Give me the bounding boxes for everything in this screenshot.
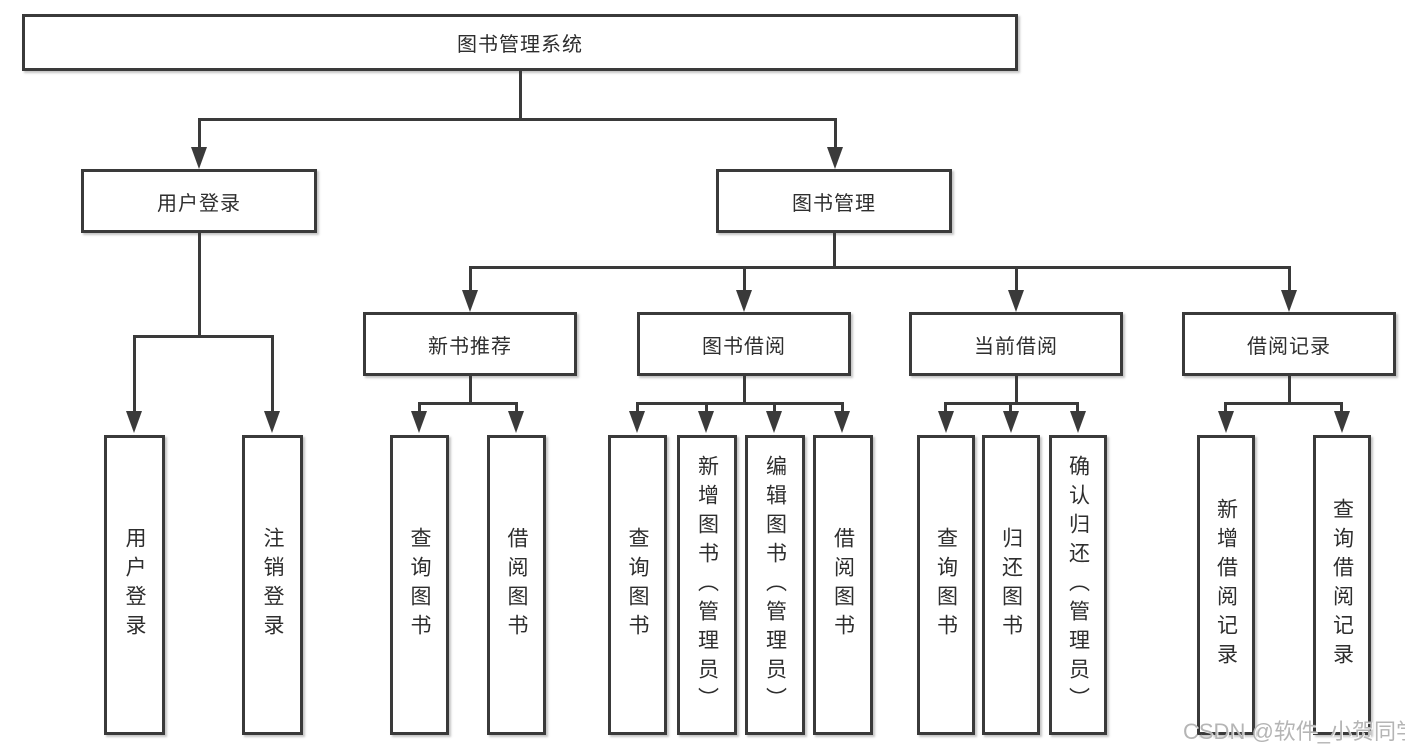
node-library-system-label: 图书管理系统	[457, 34, 583, 56]
leaf-borrow-books-recommend: 借阅图书	[487, 435, 546, 735]
connector-line	[198, 118, 201, 152]
connector-line	[198, 118, 837, 121]
connector-line	[944, 402, 947, 415]
leaf-user-login-label: 用户登录	[123, 527, 146, 643]
leaf-borrow-books: 借阅图书	[813, 435, 873, 735]
connector-line	[636, 402, 844, 405]
node-new-book-recommend-label: 新书推荐	[428, 335, 512, 358]
arrowhead-down-icon	[698, 411, 714, 433]
connector-line	[1015, 266, 1018, 290]
connector-line	[271, 335, 274, 411]
leaf-return-books: 归还图书	[982, 435, 1040, 735]
arrowhead-down-icon	[1281, 290, 1297, 312]
leaf-return-books-label: 归还图书	[999, 527, 1023, 643]
leaf-edit-books-admin: 编辑图书（管理员）	[745, 435, 805, 735]
connector-line	[418, 402, 518, 405]
arrowhead-down-icon	[1003, 411, 1019, 433]
arrowhead-down-icon	[1070, 411, 1086, 433]
connector-line	[469, 266, 1291, 269]
leaf-user-login: 用户登录	[104, 435, 165, 735]
arrowhead-down-icon	[411, 411, 427, 433]
arrowhead-down-icon	[191, 147, 207, 169]
connector-line	[418, 402, 421, 415]
connector-line	[833, 233, 836, 266]
leaf-query-books-current-label: 查询图书	[934, 527, 958, 643]
connector-line	[133, 335, 274, 338]
leaf-confirm-return-admin: 确认归还（管理员）	[1049, 435, 1107, 735]
connector-line	[1288, 266, 1291, 290]
connector-line	[636, 402, 639, 415]
leaf-logout: 注销登录	[242, 435, 303, 735]
leaf-query-books-borrow: 查询图书	[608, 435, 667, 735]
connector-line	[469, 376, 472, 402]
node-current-borrow-label: 当前借阅	[974, 335, 1058, 358]
arrowhead-down-icon	[938, 411, 954, 433]
leaf-query-borrow-record: 查询借阅记录	[1313, 435, 1371, 735]
connector-line	[519, 71, 522, 118]
connector-line	[1340, 402, 1343, 415]
node-current-borrow: 当前借阅	[909, 312, 1123, 376]
leaf-borrow-books-label: 借阅图书	[831, 527, 855, 643]
leaf-query-books-borrow-label: 查询图书	[626, 527, 649, 643]
node-new-book-recommend: 新书推荐	[363, 312, 577, 376]
connector-line	[1015, 376, 1018, 402]
arrowhead-down-icon	[736, 290, 752, 312]
leaf-logout-label: 注销登录	[261, 527, 284, 643]
connector-line	[743, 376, 746, 402]
connector-line	[198, 233, 201, 335]
leaf-add-books-admin: 新增图书（管理员）	[677, 435, 737, 735]
node-user-login-label: 用户登录	[157, 192, 241, 215]
connector-line	[1225, 402, 1343, 405]
node-user-login: 用户登录	[81, 169, 317, 233]
node-book-management-label: 图书管理	[792, 192, 876, 215]
arrowhead-down-icon	[264, 411, 280, 433]
connector-line	[1288, 376, 1291, 402]
leaf-query-books-recommend: 查询图书	[390, 435, 449, 735]
node-book-management: 图书管理	[716, 169, 952, 233]
arrowhead-down-icon	[827, 147, 843, 169]
arrowhead-down-icon	[834, 411, 850, 433]
node-book-borrow: 图书借阅	[637, 312, 851, 376]
connector-line	[1224, 402, 1227, 415]
connector-line	[945, 402, 1079, 405]
leaf-query-books-recommend-label: 查询图书	[408, 527, 431, 643]
connector-line	[743, 266, 746, 290]
node-book-borrow-label: 图书借阅	[702, 335, 786, 358]
connector-line	[705, 402, 708, 415]
leaf-add-borrow-record-label: 新增借阅记录	[1214, 498, 1238, 672]
connector-line	[1009, 402, 1012, 415]
csdn-watermark: CSDN @软件_小贺同学	[1183, 719, 1405, 744]
leaf-add-books-admin-label: 新增图书（管理员）	[695, 454, 719, 716]
connector-line	[841, 402, 844, 415]
arrowhead-down-icon	[1008, 290, 1024, 312]
connector-line	[1076, 402, 1079, 415]
arrowhead-down-icon	[629, 411, 645, 433]
arrowhead-down-icon	[508, 411, 524, 433]
connector-line	[834, 118, 837, 152]
connector-line	[133, 335, 136, 411]
connector-line	[773, 402, 776, 415]
connector-line	[469, 266, 472, 290]
arrowhead-down-icon	[1218, 411, 1234, 433]
leaf-confirm-return-admin-label: 确认归还（管理员）	[1066, 454, 1090, 716]
leaf-edit-books-admin-label: 编辑图书（管理员）	[763, 454, 787, 716]
arrowhead-down-icon	[1334, 411, 1350, 433]
leaf-borrow-books-recommend-label: 借阅图书	[505, 527, 528, 643]
arrowhead-down-icon	[126, 411, 142, 433]
arrowhead-down-icon	[766, 411, 782, 433]
node-borrow-records: 借阅记录	[1182, 312, 1396, 376]
leaf-query-books-current: 查询图书	[917, 435, 975, 735]
node-borrow-records-label: 借阅记录	[1247, 335, 1331, 358]
leaf-add-borrow-record: 新增借阅记录	[1197, 435, 1255, 735]
connector-line	[515, 402, 518, 415]
arrowhead-down-icon	[462, 290, 478, 312]
node-library-system: 图书管理系统	[22, 14, 1018, 71]
leaf-query-borrow-record-label: 查询借阅记录	[1330, 498, 1354, 672]
